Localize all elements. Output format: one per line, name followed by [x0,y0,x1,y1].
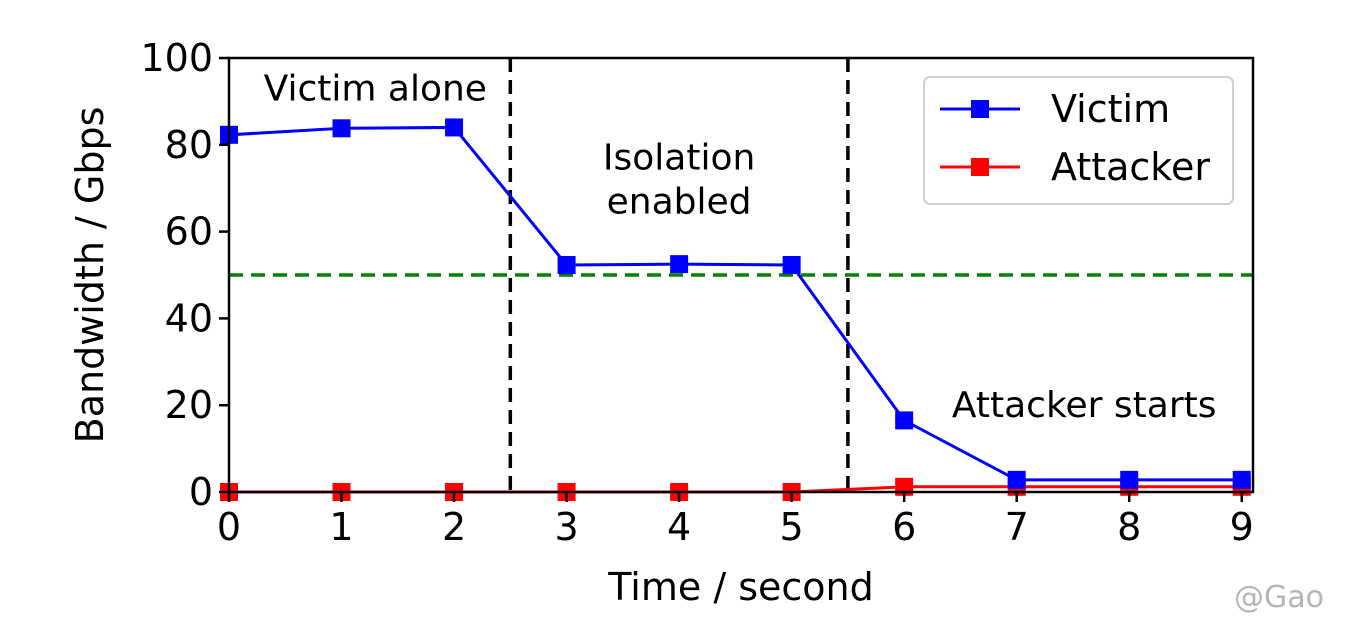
data-point-victim-7 [1007,470,1026,489]
x-tick-label-7: 7 [1005,505,1029,549]
series-line-victim [228,125,1242,482]
data-point-victim-9 [1232,470,1251,489]
data-point-victim-1 [332,119,351,138]
x-tick-label-3: 3 [554,505,578,549]
x-tick-label-4: 4 [667,505,691,549]
plot-frame [227,56,1255,494]
x-tick-label-5: 5 [780,505,804,549]
legend-item-victim[interactable]: Victim [940,87,1170,131]
annotation-0: Victim alone [264,68,487,109]
x-tick-label-6: 6 [892,505,916,549]
legend-item-attacker[interactable]: Attacker [940,145,1210,189]
y-axis-title: Bandwidth / Gbps [68,107,112,444]
legend-marker-victim [971,100,989,118]
x-axis-title: Time / second [607,565,873,609]
series-victim [220,118,1251,489]
data-point-victim-4 [670,255,689,274]
legend-label-victim: Victim [1051,87,1170,131]
y-tick-label-0: 0 [189,470,213,514]
y-tick-label-40: 40 [165,296,213,340]
y-tick-label-80: 80 [165,123,213,167]
data-point-victim-2 [445,118,464,137]
y-tick-label-60: 60 [165,210,213,254]
x-tick-label-1: 1 [329,505,353,549]
x-tick-label-0: 0 [217,505,241,549]
data-point-victim-6 [895,411,914,430]
data-point-victim-3 [557,256,576,275]
y-tick-label-20: 20 [165,383,213,427]
annotation-2: Attacker starts [952,385,1217,426]
legend-marker-attacker [971,158,989,176]
legend-label-attacker: Attacker [1051,145,1210,189]
x-tick-label-8: 8 [1117,505,1141,549]
reference-lines [229,58,1253,492]
x-tick-label-9: 9 [1230,505,1254,549]
data-point-victim-5 [782,256,801,275]
data-point-victim-8 [1120,470,1139,489]
watermark: @Gao [1234,580,1324,615]
y-tick-label-100: 100 [140,36,213,80]
x-tick-label-2: 2 [442,505,466,549]
